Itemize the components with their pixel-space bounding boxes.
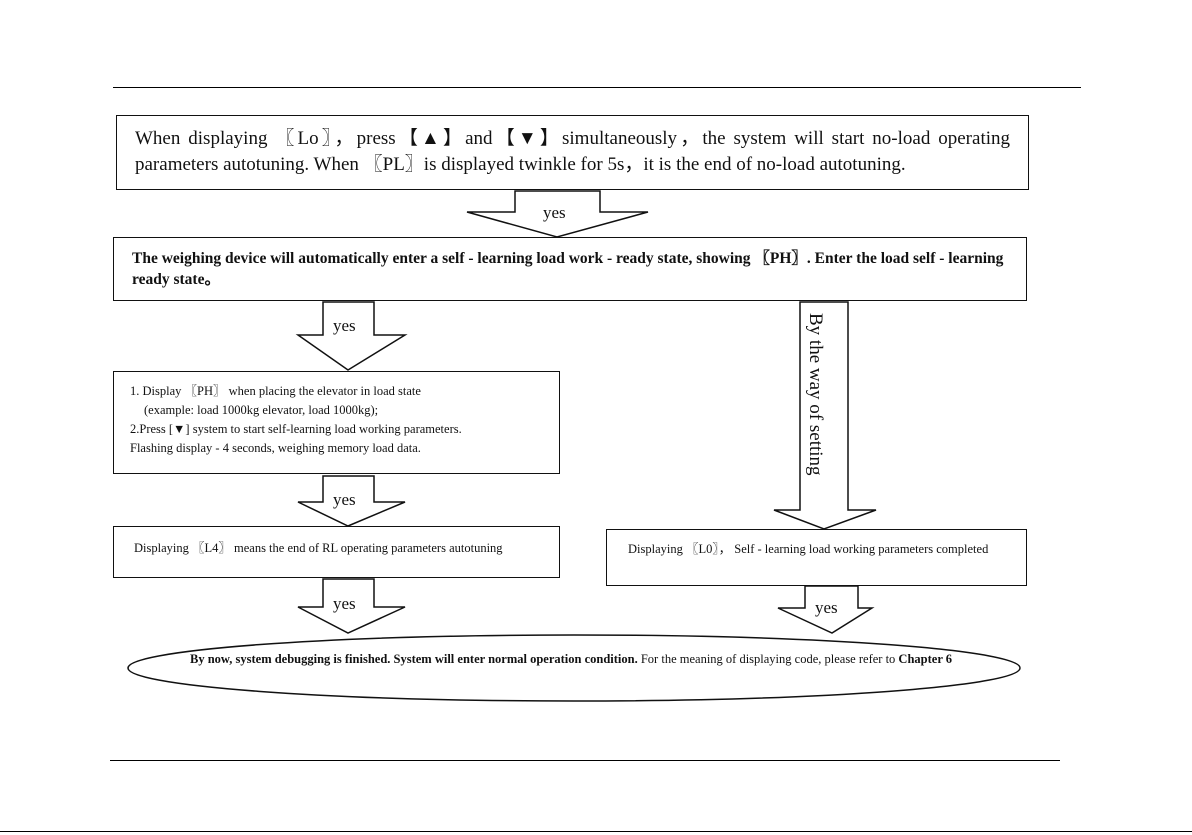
step-5-text: Displaying 〖L0〗， Self - learning load wo… <box>628 542 989 556</box>
header-rule <box>113 87 1081 88</box>
step-2-text: The weighing device will automatically e… <box>132 250 1004 288</box>
step-3-line-3: 2.Press [▼] system to start self-learnin… <box>130 422 462 436</box>
arrow-label-5: yes <box>815 598 838 617</box>
step-1-text: When displaying 〖Lo〗，press【▲】and【▼】simul… <box>135 128 1010 175</box>
final-text: By now, system debugging is finished. Sy… <box>190 651 990 667</box>
arrow-label-2: yes <box>333 316 356 335</box>
final-bold-text: By now, system debugging is finished. Sy… <box>190 652 638 666</box>
step-box-5: Displaying 〖L0〗， Self - learning load wo… <box>606 529 1027 586</box>
arrow-yes-5 <box>777 585 875 634</box>
final-ellipse <box>127 634 1021 702</box>
arrow-label-3: yes <box>333 490 356 509</box>
final-normal-text: For the meaning of displaying code, plea… <box>637 652 899 666</box>
final-chapter-ref: Chapter 6 <box>898 652 953 666</box>
step-box-2: The weighing device will automatically e… <box>113 237 1027 301</box>
arrow-label-4: yes <box>333 594 356 613</box>
step-3-line-4: Flashing display - 4 seconds, weighing m… <box>130 441 421 455</box>
footer-rule <box>110 760 1060 761</box>
arrow-yes-2 <box>295 301 408 371</box>
step-box-1: When displaying 〖Lo〗，press【▲】and【▼】simul… <box>116 115 1029 190</box>
arrow-yes-1 <box>466 190 649 238</box>
step-box-4: Displaying 〖L4〗 means the end of RL oper… <box>113 526 560 578</box>
step-box-3: 1. Display 〖PH〗 when placing the elevato… <box>113 371 560 474</box>
arrow-label-1: yes <box>543 203 566 222</box>
page-bottom-rule <box>0 831 1192 832</box>
arrow-yes-3 <box>297 475 406 527</box>
arrow-side <box>773 301 877 530</box>
step-3-line-2: (example: load 1000kg elevator, load 100… <box>144 403 379 417</box>
step-4-text: Displaying 〖L4〗 means the end of RL oper… <box>134 541 503 555</box>
arrow-yes-4 <box>297 578 406 634</box>
arrow-side-label: By the way of setting <box>805 313 826 476</box>
step-3-line-1: 1. Display 〖PH〗 when placing the elevato… <box>130 384 421 398</box>
